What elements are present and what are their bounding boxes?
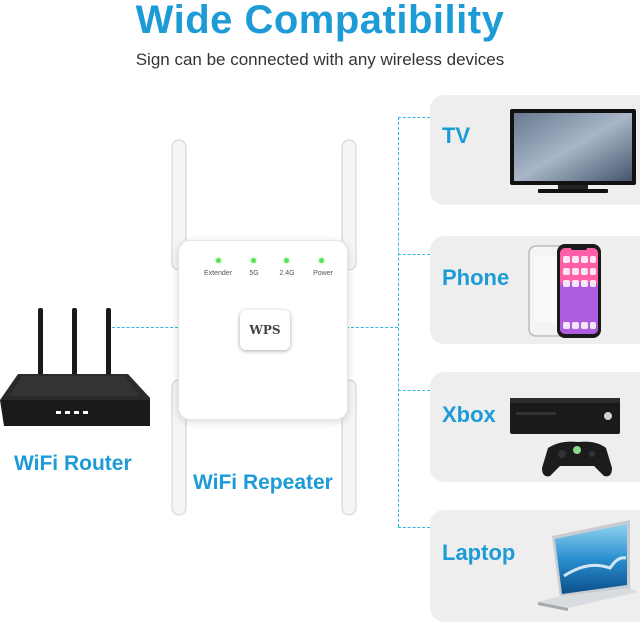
- device-card-laptop: Laptop: [430, 510, 640, 622]
- repeater-body: Extender 5G 2.4G Power WPS: [178, 240, 348, 420]
- repeater-to-bus-line: [346, 327, 398, 328]
- power-led: [319, 258, 324, 263]
- extender-led-label: Extender: [203, 270, 233, 277]
- device-label-xbox: Xbox: [442, 402, 496, 427]
- vertical-bus-line: [398, 117, 399, 527]
- power-led-label: Power: [313, 270, 333, 277]
- router-to-repeater-line: [112, 327, 178, 328]
- device-label-tv: TV: [442, 123, 471, 148]
- 24g-led: [284, 258, 289, 263]
- tv-icon: [510, 109, 636, 193]
- xbox-icon: [510, 398, 620, 477]
- device-card-tv: TV: [430, 95, 640, 205]
- router-caption: WiFi Router: [14, 452, 132, 475]
- bus-to-laptop-line: [398, 527, 430, 528]
- 5g-led: [251, 258, 256, 263]
- bus-to-xbox-line: [398, 390, 430, 391]
- page-title: Wide Compatibility: [135, 0, 505, 42]
- phone-icon: [528, 244, 601, 338]
- device-card-xbox: Xbox: [430, 372, 640, 482]
- repeater-caption: WiFi Repeater: [193, 471, 333, 494]
- bus-to-tv-line: [398, 117, 430, 118]
- wps-label: WPS: [249, 323, 281, 337]
- 24g-led-label: 2.4G: [279, 270, 295, 277]
- device-label-laptop: Laptop: [442, 540, 516, 565]
- page-subtitle: Sign can be connected with any wireless …: [135, 50, 505, 69]
- wps-button[interactable]: WPS: [240, 310, 290, 350]
- device-card-phone: Phone: [430, 236, 640, 344]
- bus-to-phone-line: [398, 254, 430, 255]
- repeater-antennas: [171, 139, 357, 516]
- router-icon: [0, 308, 150, 426]
- extender-led: [216, 258, 221, 263]
- device-label-phone: Phone: [442, 265, 510, 290]
- laptop-icon: [538, 520, 638, 611]
- 5g-led-label: 5G: [249, 270, 259, 277]
